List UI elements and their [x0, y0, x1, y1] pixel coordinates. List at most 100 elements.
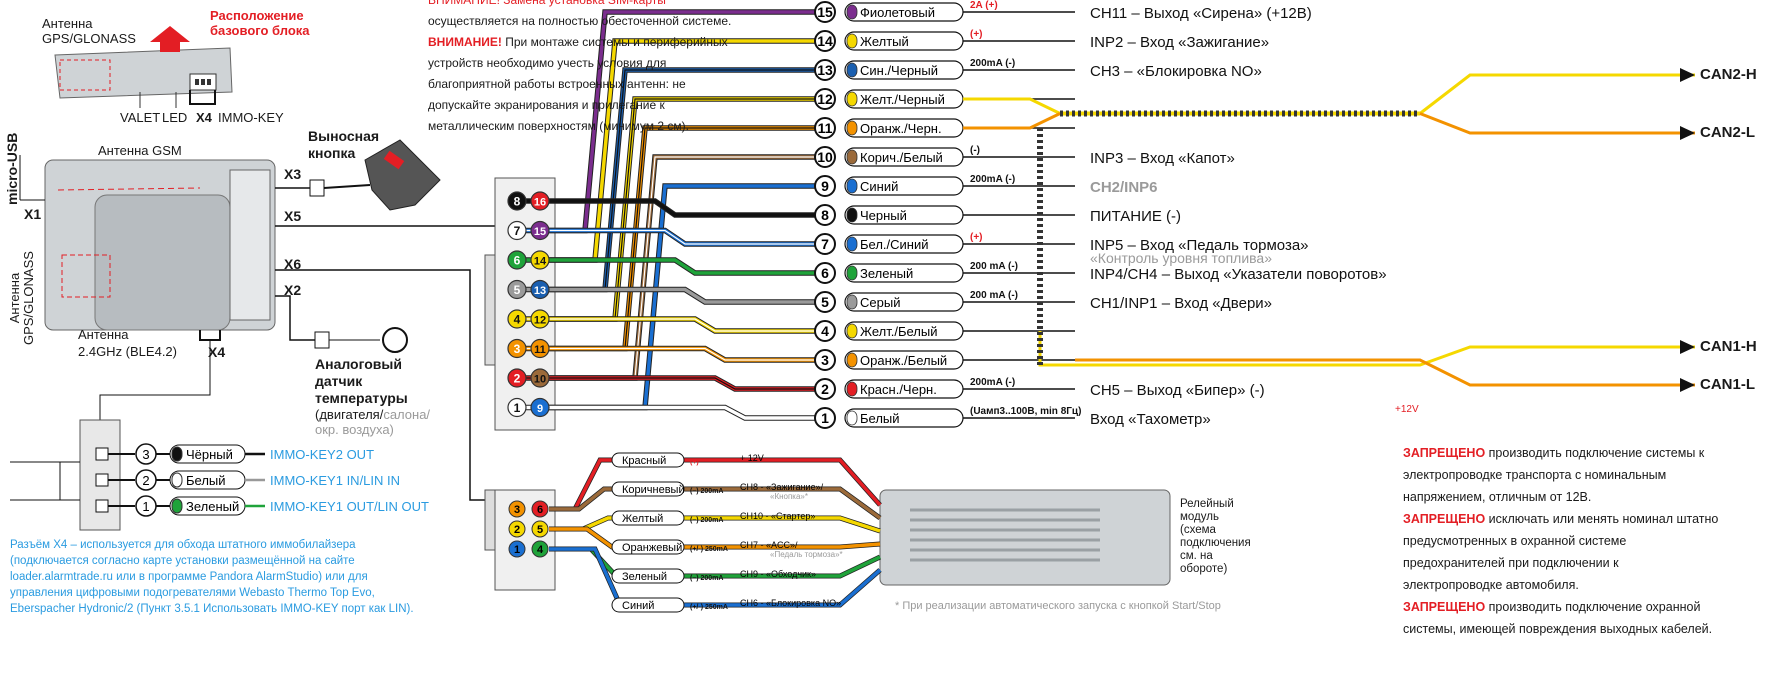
- wire-stripe: [526, 347, 820, 361]
- wire-function: ПИТАНИЕ (-): [1090, 208, 1181, 225]
- relay-wire-name: Синий: [622, 600, 654, 612]
- relay-wire-name: Оранжевый: [622, 542, 682, 554]
- immo-wire-name: Зеленый: [186, 499, 239, 514]
- wire-name: Фиолетовый: [860, 5, 935, 20]
- remote-button-illustration: [364, 139, 441, 211]
- connector-pin: [507, 309, 527, 329]
- relay-wire-box: [611, 568, 685, 584]
- relay-wire-channel: CH8 - «Зажигание»/: [740, 482, 824, 492]
- note-line2: При монтаже системы и периферийных: [501, 35, 728, 49]
- wire-color-swatch: [846, 323, 858, 339]
- warning-red: ЗАПРЕЩЕНО: [1403, 600, 1486, 614]
- can-wire: [963, 97, 1061, 115]
- relay-pin-label: 4: [537, 544, 544, 556]
- relay-wire-box: [611, 452, 685, 468]
- wire-name: Син./Черный: [860, 63, 938, 78]
- wire-stripe: [526, 229, 820, 245]
- top-warning-note: ВНИМАНИЕ! Замена установка SIM-карты осу…: [428, 0, 778, 137]
- can1h-label: CAN1-H: [1700, 338, 1757, 355]
- relay-wire-spec: (+/-) 250mA: [690, 546, 728, 553]
- immo-number: 1: [142, 499, 149, 514]
- relay-wire-name: Зеленый: [622, 571, 667, 583]
- wire-name: Желт./Черный: [860, 92, 945, 107]
- wire-name: Оранж./Белый: [860, 353, 947, 368]
- wire-spec: (+): [970, 29, 983, 40]
- wire-color-swatch: [846, 4, 858, 20]
- x3-label: X3: [284, 166, 302, 182]
- note-line0: ВНИМАНИЕ! Замена установка SIM-карты: [428, 0, 666, 7]
- wire-stripe: [526, 377, 820, 390]
- note-line3: устройств необходимо учесть условия для: [428, 56, 667, 70]
- relay-wire-name: Коричневый: [622, 484, 685, 496]
- connector-pin: [530, 220, 550, 241]
- x4-note-line: Разъём X4 – используется для обхода штат…: [10, 539, 356, 551]
- can1l-label: CAN1-L: [1700, 376, 1755, 393]
- relay-pin: [508, 540, 526, 558]
- temp-sensor-air: окр. воздуха): [315, 422, 394, 437]
- relay-pin: [531, 500, 549, 518]
- wire-number: 4: [821, 323, 829, 339]
- wire: [526, 199, 820, 217]
- wire-number: 8: [821, 207, 829, 223]
- wire-number-badge: [814, 262, 836, 284]
- wire-function: CH11 – Выход «Сирена» (+12В): [1090, 5, 1312, 22]
- valet-label: VALET: [120, 110, 161, 125]
- x4-note-line: управления цифровыми подогревателями Web…: [10, 587, 375, 599]
- direction-arrow-icon: [150, 26, 190, 52]
- warning-text: предохранителей при подключении к: [1403, 556, 1619, 570]
- connector-pin: [530, 191, 550, 211]
- wire-outline: [526, 286, 820, 305]
- relay-pin: [508, 520, 526, 538]
- wire-number-badge: [814, 349, 836, 371]
- wire-number: 6: [821, 265, 829, 281]
- wire-number-badge: [814, 175, 836, 197]
- relay-wire-box: [611, 597, 685, 613]
- relay-pin-label: 2: [514, 524, 520, 536]
- wire-number-badge: [814, 233, 836, 255]
- relay-pin-label: 6: [537, 504, 543, 516]
- warning-text: электропроводке автомобиля.: [1403, 578, 1579, 592]
- connector-pin-label: 15: [534, 226, 546, 238]
- wire-name: Синий: [860, 179, 898, 194]
- wire-number: 1: [821, 410, 829, 426]
- wire-number: 7: [821, 236, 829, 252]
- relay-pin: [531, 540, 549, 558]
- wire-number-badge: [814, 378, 836, 400]
- relay-wire-channel: CH10 - «Стартер»: [740, 511, 815, 521]
- wire-function: INP2 – Вход «Зажигание»: [1090, 34, 1269, 51]
- immo-function: IMMO-KEY2 OUT: [270, 447, 374, 462]
- immo-color-swatch: [171, 446, 183, 462]
- wire: [526, 405, 820, 420]
- relay-wire-name: Желтый: [622, 513, 663, 525]
- connector-pin-label: 8: [514, 195, 521, 209]
- wire-color-swatch: [846, 178, 858, 194]
- relay-pin: [508, 500, 526, 518]
- x4-note-line: loader.alarmtrade.ru или в программе Pan…: [10, 571, 368, 583]
- warning-text: системы, имеющей повреждения выходных ка…: [1403, 622, 1713, 636]
- wire-function: INP4/CH4 – Выход «Указатели поворотов»: [1090, 266, 1387, 283]
- wire-outline: [549, 183, 820, 411]
- led-label: LED: [162, 110, 188, 125]
- warning-red: ЗАПРЕЩЕНО: [1403, 446, 1486, 460]
- connector-pin: [507, 397, 527, 418]
- wire-number: 9: [821, 178, 829, 194]
- wire-name: Корич./Белый: [860, 150, 943, 165]
- wire-color-swatch: [846, 91, 858, 107]
- wire-color-swatch: [846, 62, 858, 78]
- warnings-block: ЗАПРЕЩЕНО производить подключение систем…: [1403, 442, 1783, 640]
- wire: [526, 346, 820, 362]
- wire-spec: 200mA (-): [970, 58, 1015, 69]
- antenna-gps-side-label: Антенна GPS/GLONASS: [7, 251, 36, 345]
- relay-wire-spec: (–) 200mA: [690, 488, 723, 495]
- wire-color-swatch: [846, 149, 858, 165]
- wire-color-swatch: [846, 265, 858, 281]
- immo-pin: [95, 447, 109, 461]
- connector-pin-label: 11: [534, 344, 546, 356]
- note-line2-red: ВНИМАНИЕ!: [428, 35, 502, 49]
- immo-function: IMMO-KEY1 IN/LIN IN: [270, 473, 400, 488]
- relay-wire-spec: (–) 200mA: [690, 575, 723, 582]
- relay-wire: [549, 487, 882, 520]
- wire-spec: (+): [970, 232, 983, 243]
- wire-number-badge: [814, 117, 836, 139]
- wire-stripe: [526, 318, 820, 332]
